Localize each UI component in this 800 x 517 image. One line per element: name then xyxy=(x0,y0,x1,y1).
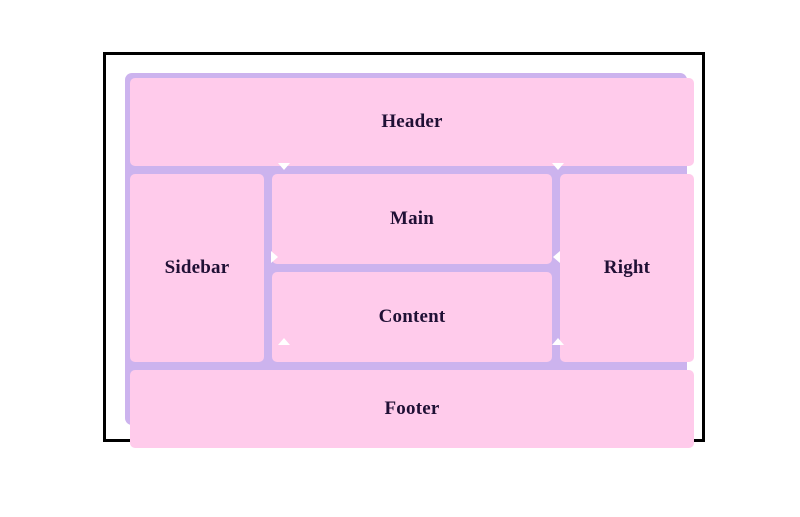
grid-area-sidebar[interactable]: Sidebar xyxy=(130,174,264,362)
triangle-down-icon[interactable] xyxy=(278,163,290,170)
triangle-up-icon[interactable] xyxy=(552,338,564,345)
grid-area-header-label: Header xyxy=(381,111,443,132)
grid-area-right-label: Right xyxy=(603,257,651,278)
layout-frame: Header Sidebar Main Content Right Footer xyxy=(103,52,705,448)
grid-area-main[interactable]: Main xyxy=(272,174,552,264)
grid-area-footer[interactable]: Footer xyxy=(130,370,694,448)
grid-area-sidebar-label: Sidebar xyxy=(164,257,230,278)
triangle-right-icon[interactable] xyxy=(271,251,278,263)
triangle-down-icon[interactable] xyxy=(552,163,564,170)
grid-area-main-label: Main xyxy=(389,208,435,229)
grid-area-header[interactable]: Header xyxy=(130,78,694,166)
grid-area-content[interactable]: Content xyxy=(272,272,552,362)
triangle-left-icon[interactable] xyxy=(553,251,560,263)
grid-area-content-label: Content xyxy=(378,306,446,327)
grid-area-footer-label: Footer xyxy=(384,398,440,419)
grid-container: Header Sidebar Main Content Right Footer xyxy=(125,73,694,448)
triangle-up-icon[interactable] xyxy=(278,338,290,345)
grid-area-right[interactable]: Right xyxy=(560,174,694,362)
